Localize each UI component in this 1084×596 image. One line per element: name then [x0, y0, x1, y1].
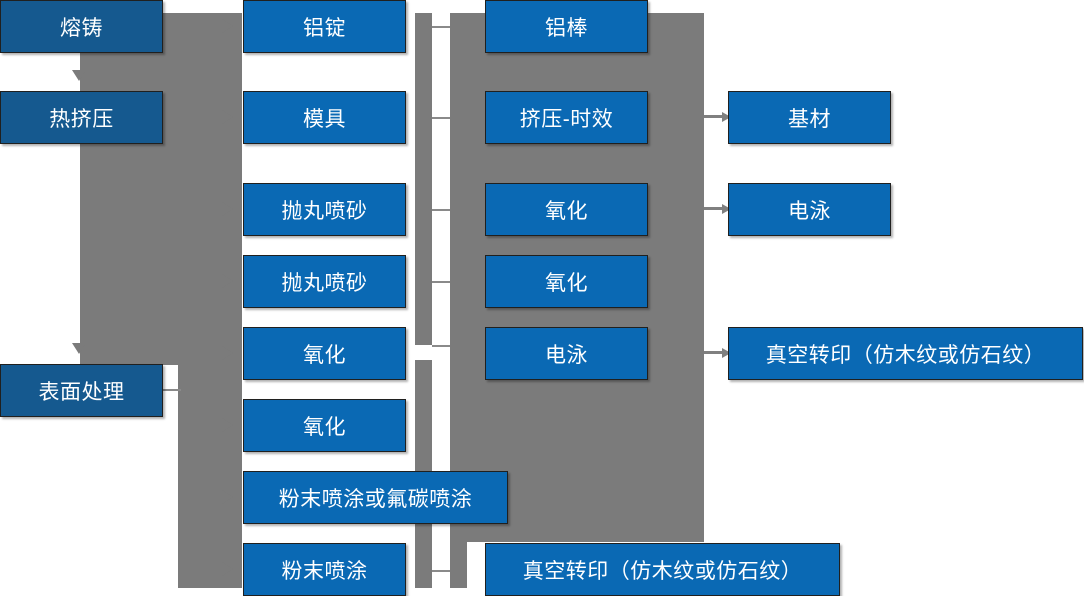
process-column-1-box-6[interactable]: 粉末喷涂或氟碳喷涂: [243, 471, 508, 524]
tick-5: [432, 345, 450, 347]
tick-4: [432, 281, 450, 283]
arrow-to-抛丸喷砂-1: [222, 202, 233, 216]
arrow-to-基材: [722, 112, 731, 122]
output-column-box-2[interactable]: 真空转印（仿木纹或仿石纹）: [728, 327, 1083, 380]
process-column-1-box-4[interactable]: 氧化: [243, 327, 406, 380]
arrow-to-真空转印-stem: [704, 351, 722, 354]
process-column-2-box-0[interactable]: 铝棒: [485, 0, 648, 53]
arrow-to-电泳-stem: [704, 207, 722, 210]
left-band-upper: [80, 13, 242, 365]
arrow-熔铸-to-热挤压: [72, 70, 86, 81]
tick-3: [432, 209, 450, 211]
stage-column-box-1[interactable]: 热挤压: [0, 91, 163, 144]
process-column-1-box-7[interactable]: 粉末喷涂: [243, 543, 406, 596]
process-column-1-box-5[interactable]: 氧化: [243, 399, 406, 452]
mid-band-b: [450, 13, 467, 588]
process-column-2-box-1[interactable]: 挤压-时效: [485, 91, 648, 144]
process-column-2-box-5[interactable]: 真空转印（仿木纹或仿石纹）: [485, 543, 840, 596]
process-column-1-box-1[interactable]: 模具: [243, 91, 406, 144]
arrow-to-模具: [222, 110, 233, 124]
output-column-box-1[interactable]: 电泳: [728, 183, 891, 236]
arrow-to-氧化-1: [222, 346, 233, 360]
arrow-to-氧化-2: [222, 418, 233, 432]
mid-band-a-upper: [415, 13, 432, 345]
process-column-2-box-2[interactable]: 氧化: [485, 183, 648, 236]
process-column-1-box-3[interactable]: 抛丸喷砂: [243, 255, 406, 308]
arrow-to-基材-stem: [704, 115, 722, 118]
arrow-to-粉末喷涂或氟碳喷涂: [222, 490, 233, 504]
arrow-to-粉末喷涂: [222, 562, 233, 576]
tick-6: [432, 570, 450, 572]
stage-column-box-0[interactable]: 熔铸: [0, 0, 163, 53]
tick-1: [432, 26, 450, 28]
arrow-to-真空转印: [722, 348, 731, 358]
stub-表面处理: [163, 389, 181, 391]
process-column-2-box-4[interactable]: 电泳: [485, 327, 648, 380]
arrow-to-抛丸喷砂-2: [222, 274, 233, 288]
left-band-lower: [178, 365, 242, 588]
arrow-热挤压-to-表面处理: [72, 343, 86, 354]
tick-2: [432, 117, 450, 119]
arrow-to-铝锭: [222, 19, 233, 33]
arrow-to-电泳: [722, 204, 731, 214]
process-column-1-box-0[interactable]: 铝锭: [243, 0, 406, 53]
stage-column-box-2[interactable]: 表面处理: [0, 364, 163, 417]
process-column-2-box-3[interactable]: 氧化: [485, 255, 648, 308]
output-column-box-0[interactable]: 基材: [728, 91, 891, 144]
process-column-1-box-2[interactable]: 抛丸喷砂: [243, 183, 406, 236]
